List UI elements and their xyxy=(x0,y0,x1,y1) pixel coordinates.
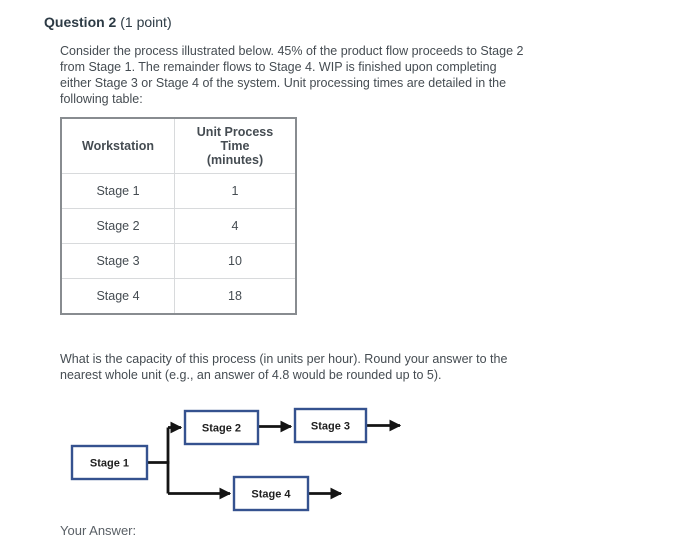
cell-time: 4 xyxy=(174,208,297,244)
question-header: Question 2 (1 point) xyxy=(44,14,700,30)
cell-workstation: Stage 2 xyxy=(60,208,175,244)
header-unit-process-time-line2: (minutes) xyxy=(206,153,264,167)
stage4-label: Stage 4 xyxy=(251,489,291,501)
stage-boxes: Stage 1 Stage 2 Stage 3 Stage 4 xyxy=(70,407,368,512)
header-unit-process-time-line1: Unit Process Time xyxy=(196,125,274,153)
flow-connectors xyxy=(147,419,402,500)
question-points: (1 point) xyxy=(120,14,172,30)
stage4-box xyxy=(232,475,310,512)
cell-time: 10 xyxy=(174,243,297,279)
table-row: Stage 1 1 xyxy=(60,173,297,209)
cell-workstation: Stage 1 xyxy=(60,173,175,209)
process-time-table: Workstation Unit Process Time (minutes) … xyxy=(60,117,297,315)
table-row: Stage 3 10 xyxy=(60,243,297,279)
process-flow-diagram: Stage 1 Stage 2 Stage 3 Stage 4 xyxy=(70,407,402,512)
cell-workstation: Stage 3 xyxy=(60,243,175,279)
cell-workstation: Stage 4 xyxy=(60,278,175,315)
header-workstation: Workstation xyxy=(60,117,175,174)
table-row: Stage 2 4 xyxy=(60,208,297,244)
your-answer-label: Your Answer: xyxy=(60,523,137,538)
question-title: Question 2 xyxy=(44,14,117,30)
header-unit-process-time: Unit Process Time (minutes) xyxy=(174,117,297,174)
stage1-box xyxy=(70,444,149,481)
table-row: Stage 4 18 xyxy=(60,278,297,315)
question-prompt-text: What is the capacity of this process (in… xyxy=(60,352,508,382)
table-header-row: Workstation Unit Process Time (minutes) xyxy=(60,117,297,174)
stage2-box xyxy=(183,409,260,446)
cell-time: 18 xyxy=(174,278,297,315)
question-intro-text: Consider the process illustrated below. … xyxy=(60,44,524,106)
stage3-box xyxy=(293,407,368,444)
stage2-label: Stage 2 xyxy=(202,423,241,435)
stage3-label: Stage 3 xyxy=(311,421,350,433)
cell-time: 1 xyxy=(174,173,297,209)
stage1-label: Stage 1 xyxy=(90,458,129,470)
